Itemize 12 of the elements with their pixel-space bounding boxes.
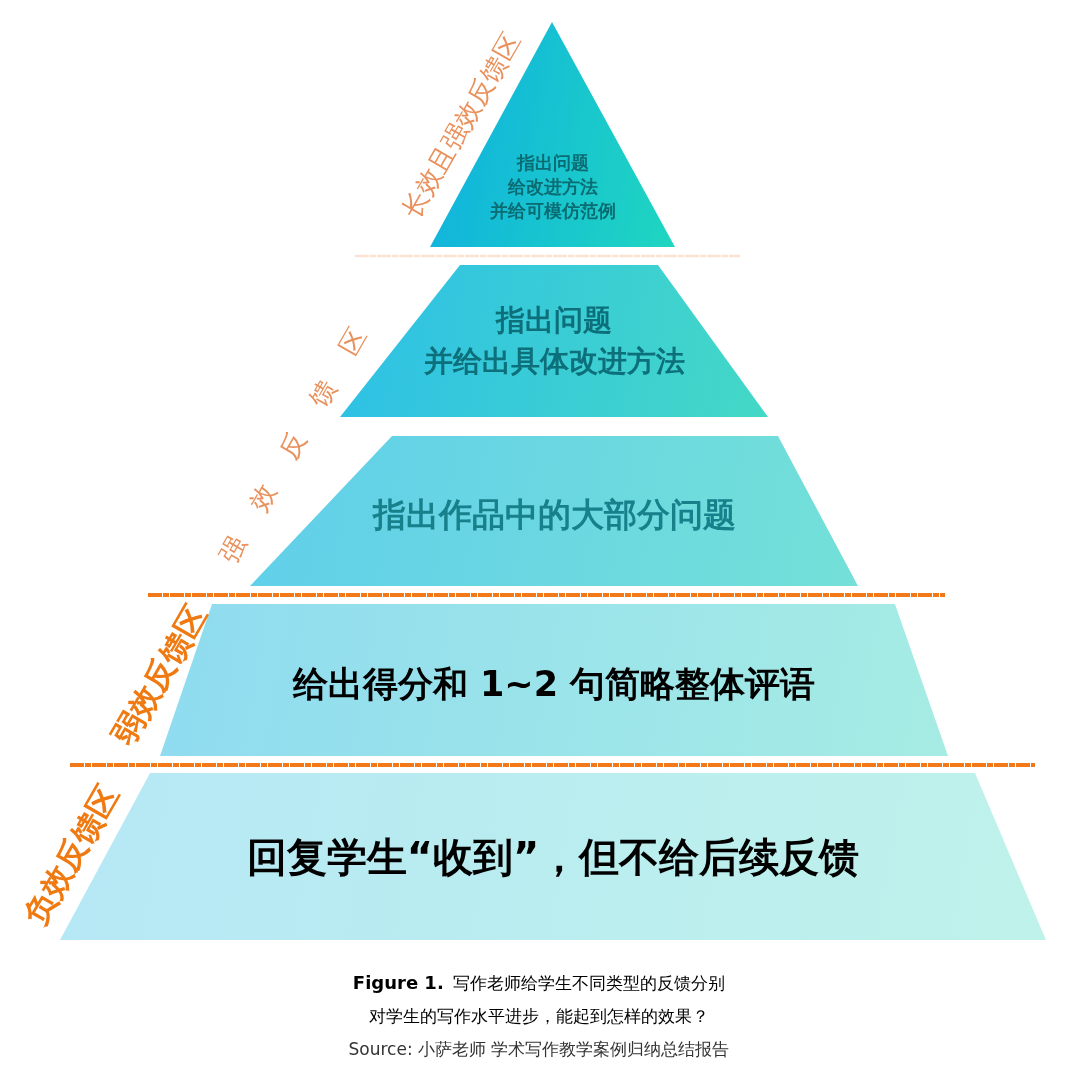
tier-text: 并给出具体改进方法 (423, 343, 685, 380)
tier-text: 指出问题 (516, 150, 589, 175)
tier-text: 给出得分和 1~2 句简略整体评语 (292, 663, 816, 705)
tier-text: 回复学生“收到”，但不给后续反馈 (246, 832, 860, 881)
tier-text: 指出作品中的大部分问题 (372, 495, 736, 535)
source-note: Source: 小萨老师 学术写作教学案例归纳总结报告 (347, 1038, 731, 1061)
figure-caption: Figure 1. 写作老师给学生不同类型的反馈分别对学生的写作水平进步，能起到怎样的效果？ (351, 971, 727, 1028)
tier-text: 指出问题 (496, 302, 612, 340)
tier-text: 给改进方法 (507, 174, 598, 199)
tier-text: 并给可模仿范例 (489, 199, 616, 224)
zone-label: 负效反馈区 (15, 777, 127, 933)
zone-label: 弱效反馈区 (103, 597, 215, 753)
